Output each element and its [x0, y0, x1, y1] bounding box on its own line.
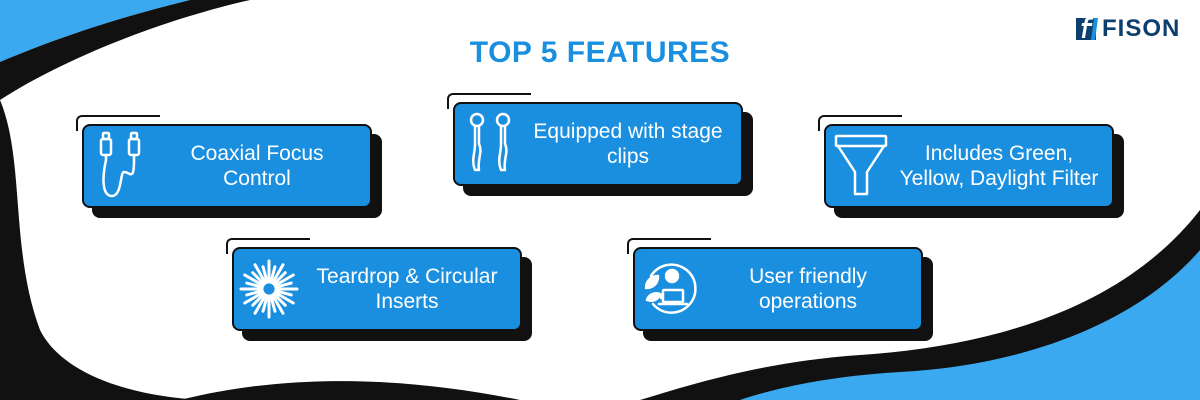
feature-label: Teardrop & Circular Inserts: [316, 265, 498, 313]
feature-label: Includes Green, Yellow, Daylight Filter: [899, 142, 1099, 190]
fison-logo-icon: [1076, 17, 1098, 40]
coaxial-cable-icon: [84, 126, 154, 206]
starburst-icon: [234, 249, 304, 329]
feature-card-filters: Includes Green, Yellow, Daylight Filter: [818, 115, 1124, 218]
brand-logo: FISON: [1076, 14, 1186, 44]
feature-card-user-friendly: User friendly operations: [627, 238, 933, 341]
page-title: TOP 5 FEATURES: [469, 36, 731, 69]
brand-name: FISON: [1102, 15, 1181, 42]
feature-label: Coaxial Focus Control: [190, 142, 324, 190]
user-laptop-icon: [635, 249, 705, 329]
stage-clips-icon: [455, 104, 525, 184]
feature-card-inserts: Teardrop & Circular Inserts: [226, 238, 532, 341]
feature-card-stage-clips: Equipped with stage clips: [447, 93, 753, 196]
filter-funnel-icon: [826, 126, 896, 206]
feature-label: User friendly operations: [749, 265, 867, 313]
feature-card-coaxial-focus: Coaxial Focus Control: [76, 115, 382, 218]
feature-label: Equipped with stage clips: [533, 120, 723, 168]
